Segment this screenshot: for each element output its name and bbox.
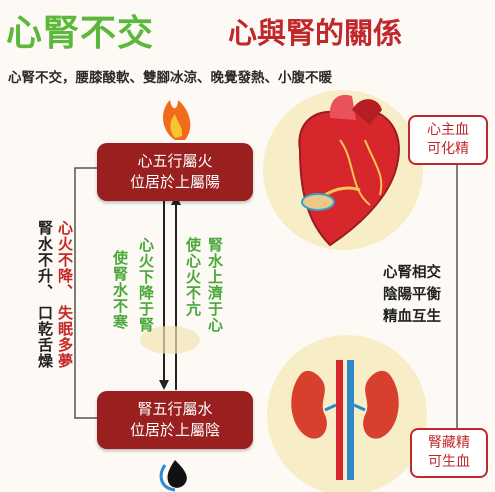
kidney-not-cold-label: 使腎水不寒 (111, 250, 129, 330)
balance-line1: 心腎相交 (383, 265, 441, 281)
kidney-note-line1: 腎藏精 (428, 435, 470, 451)
kidney-water-box: 腎五行屬水 位居於上屬陰 (97, 391, 253, 449)
heart-fire-symptom-1: 心火不降、 (56, 220, 74, 300)
kidney-note-line2: 可生血 (428, 454, 470, 470)
symptom-line: 心腎不交，腰膝酸軟、雙腳冰涼、晚覺發熱、小腹不暖 (8, 70, 332, 86)
heart-note-line2: 可化精 (427, 141, 469, 157)
fire-icon (163, 100, 191, 140)
balance-text: 心腎相交 陰陽平衡 精血互生 (383, 262, 441, 328)
heart-fire-symptom-2: 失眠多夢 (56, 305, 74, 369)
balance-line2: 陰陽平衡 (383, 287, 441, 303)
water-rises-label: 腎水上濟于心 (206, 237, 224, 333)
fire-not-excess-label: 使心火不亢 (184, 237, 202, 317)
sub-title: 心與腎的關係 (228, 16, 403, 50)
water-drop-icon (159, 460, 187, 492)
main-title: 心腎不交 (6, 13, 155, 54)
kidney-water-symptom-2: 口乾舌燥 (36, 305, 54, 369)
balance-line3: 精血互生 (383, 309, 441, 325)
heart-fire-line2: 位居於上屬陽 (129, 173, 220, 191)
kidney-icon (291, 360, 399, 480)
kidney-note: 腎藏精 可生血 (410, 428, 488, 478)
kidney-water-symptom-1: 腎水不升、 (36, 220, 54, 300)
kidney-water-line2: 位居於上屬陰 (129, 421, 220, 439)
heart-fire-line1: 心五行屬火 (137, 152, 213, 170)
heart-note: 心主血 可化精 (408, 115, 488, 165)
kidney-water-line1: 腎五行屬水 (137, 400, 213, 418)
yin-yang-icon (301, 193, 335, 211)
heart-fire-box: 心五行屬火 位居於上屬陽 (97, 143, 253, 201)
heart-icon (298, 94, 400, 247)
fire-descends-label: 心火下降于腎 (137, 237, 155, 333)
heart-note-line1: 心主血 (427, 122, 469, 138)
